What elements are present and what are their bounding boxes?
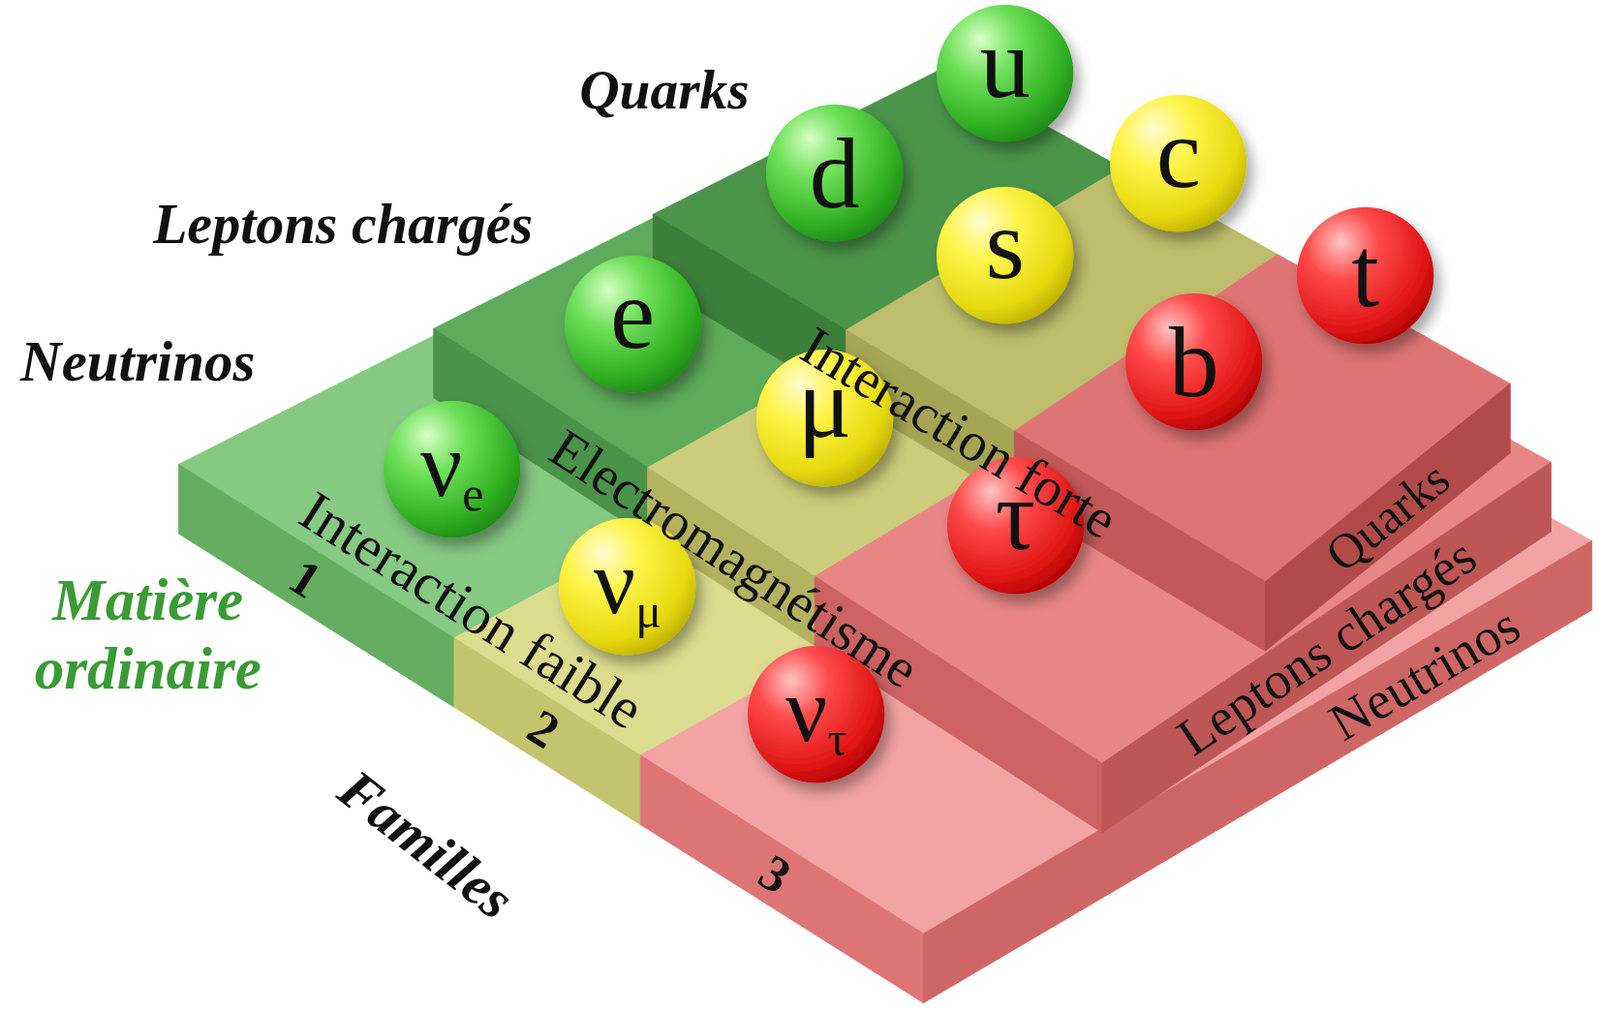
sphere-label-area: νe: [382, 400, 522, 539]
particle-glyph: νe: [420, 418, 485, 519]
sphere-label-area: u: [935, 3, 1075, 143]
row-heading: Neutrinos: [20, 331, 255, 395]
particle-sphere: b: [1124, 292, 1263, 431]
sphere-label-area: c: [1108, 93, 1248, 233]
particle-glyph: u: [980, 11, 1031, 113]
particle-symbol: ν: [420, 412, 462, 517]
particle-sphere: t: [1295, 206, 1435, 345]
particle-sphere: e: [563, 254, 703, 394]
particle-sphere: s: [935, 185, 1075, 325]
tier-front-face: [640, 755, 924, 1004]
sphere-body: [936, 4, 1074, 142]
row-heading: Leptons chargés: [153, 193, 533, 256]
particle-symbol: ν: [593, 529, 636, 634]
particle-glyph: c: [1156, 101, 1201, 203]
sphere-body: [1296, 207, 1434, 344]
particle-subscript: τ: [828, 711, 848, 767]
particle-sphere: d: [765, 103, 904, 243]
sphere-label-area: t: [1295, 206, 1435, 345]
sphere-body: [564, 255, 702, 393]
particle-glyph: b: [1169, 311, 1220, 413]
sphere-label-area: d: [765, 103, 904, 243]
sphere-body: [766, 104, 903, 242]
particle-glyph: e: [610, 263, 655, 365]
particle-sphere: c: [1108, 93, 1248, 233]
particle-glyph: ντ: [785, 663, 848, 764]
particle-glyph: d: [809, 123, 861, 224]
particle-symbol: ν: [785, 657, 828, 762]
row-heading: Quarks: [579, 59, 749, 121]
particle-glyph: νμ: [593, 535, 662, 636]
sphere-body: [383, 400, 521, 538]
sphere-body: [936, 186, 1074, 324]
particle-subscript: e: [461, 466, 484, 522]
particle-sphere: u: [935, 3, 1075, 143]
sphere-label-area: b: [1124, 292, 1263, 431]
axis-label: Familles: [327, 758, 525, 932]
particle-symbol: e: [610, 257, 655, 370]
row-heading-holder: Leptons chargés: [153, 193, 533, 256]
particle-sphere: νe: [382, 400, 522, 539]
sphere-label-area: e: [563, 254, 703, 394]
axis-label-holder: Familles: [327, 758, 525, 932]
particle-glyph: t: [1351, 221, 1380, 323]
sphere-label-area: s: [935, 185, 1075, 325]
particle-symbol: d: [809, 117, 861, 229]
row-heading-holder: Quarks: [579, 59, 749, 121]
sphere-body: [1125, 293, 1262, 431]
particle-subscript: μ: [635, 584, 662, 639]
particle-glyph: s: [985, 193, 1025, 295]
row-heading-holder: Neutrinos: [20, 331, 255, 395]
particle-symbol: c: [1156, 95, 1201, 208]
particle-symbol: s: [985, 187, 1025, 300]
matter-note: Matière ordinaire: [2, 566, 293, 704]
matter-note-holder: Matière ordinaire: [2, 566, 293, 704]
particle-symbol: b: [1169, 306, 1220, 418]
particle-symbol: u: [980, 5, 1031, 118]
sphere-body: [1109, 94, 1247, 232]
particle-symbol: t: [1351, 215, 1380, 328]
